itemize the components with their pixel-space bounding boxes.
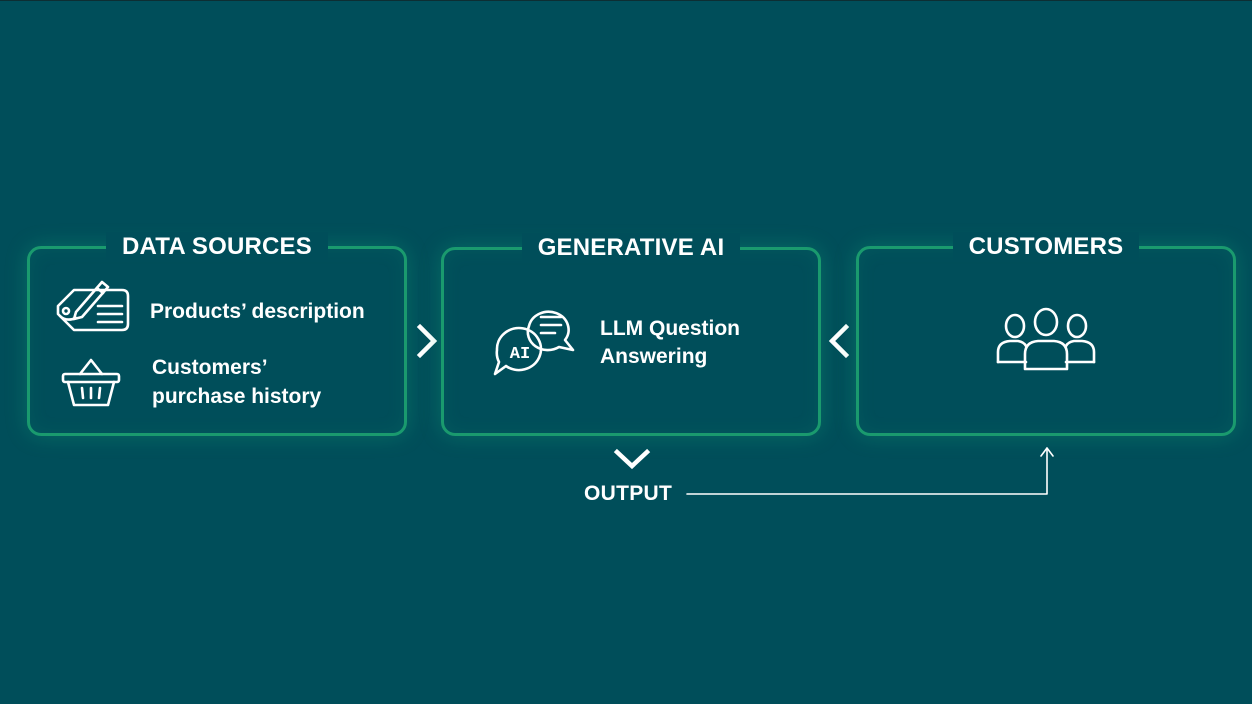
generative-ai-title-wrap: GENERATIVE AI xyxy=(444,233,818,263)
generative-ai-box: GENERATIVE AI xyxy=(441,233,821,436)
generative-ai-title: GENERATIVE AI xyxy=(521,233,741,263)
output-label: OUTPUT xyxy=(584,482,673,505)
customers-box: CUSTOMERS xyxy=(856,232,1236,436)
chevron-down-icon xyxy=(613,448,651,470)
output-connector-arrow xyxy=(686,447,1054,495)
data-sources-title-wrap: DATA SOURCES xyxy=(30,232,404,262)
ai-icon-text: AI xyxy=(510,345,530,364)
users-group-icon xyxy=(996,307,1096,371)
ai-chat-icon: AI xyxy=(493,310,575,376)
shopping-basket-icon xyxy=(61,358,121,407)
chevron-right-icon xyxy=(416,323,438,359)
pencil-tag-icon xyxy=(56,280,130,332)
data-sources-title: DATA SOURCES xyxy=(106,232,328,262)
customers-title: CUSTOMERS xyxy=(952,232,1140,262)
customers-purchase-history-label-line2: purchase history xyxy=(152,385,322,408)
llm-label-line1: LLM Question xyxy=(600,317,740,340)
top-border-line xyxy=(0,0,1252,1)
chevron-left-icon xyxy=(828,323,850,359)
customers-purchase-history-label-line1: Customers’ xyxy=(152,356,268,379)
products-description-label: Products’ description xyxy=(150,300,365,323)
data-sources-box: DATA SOURCES xyxy=(27,232,407,436)
llm-label-line2: Answering xyxy=(600,345,708,368)
customers-title-wrap: CUSTOMERS xyxy=(859,232,1233,262)
